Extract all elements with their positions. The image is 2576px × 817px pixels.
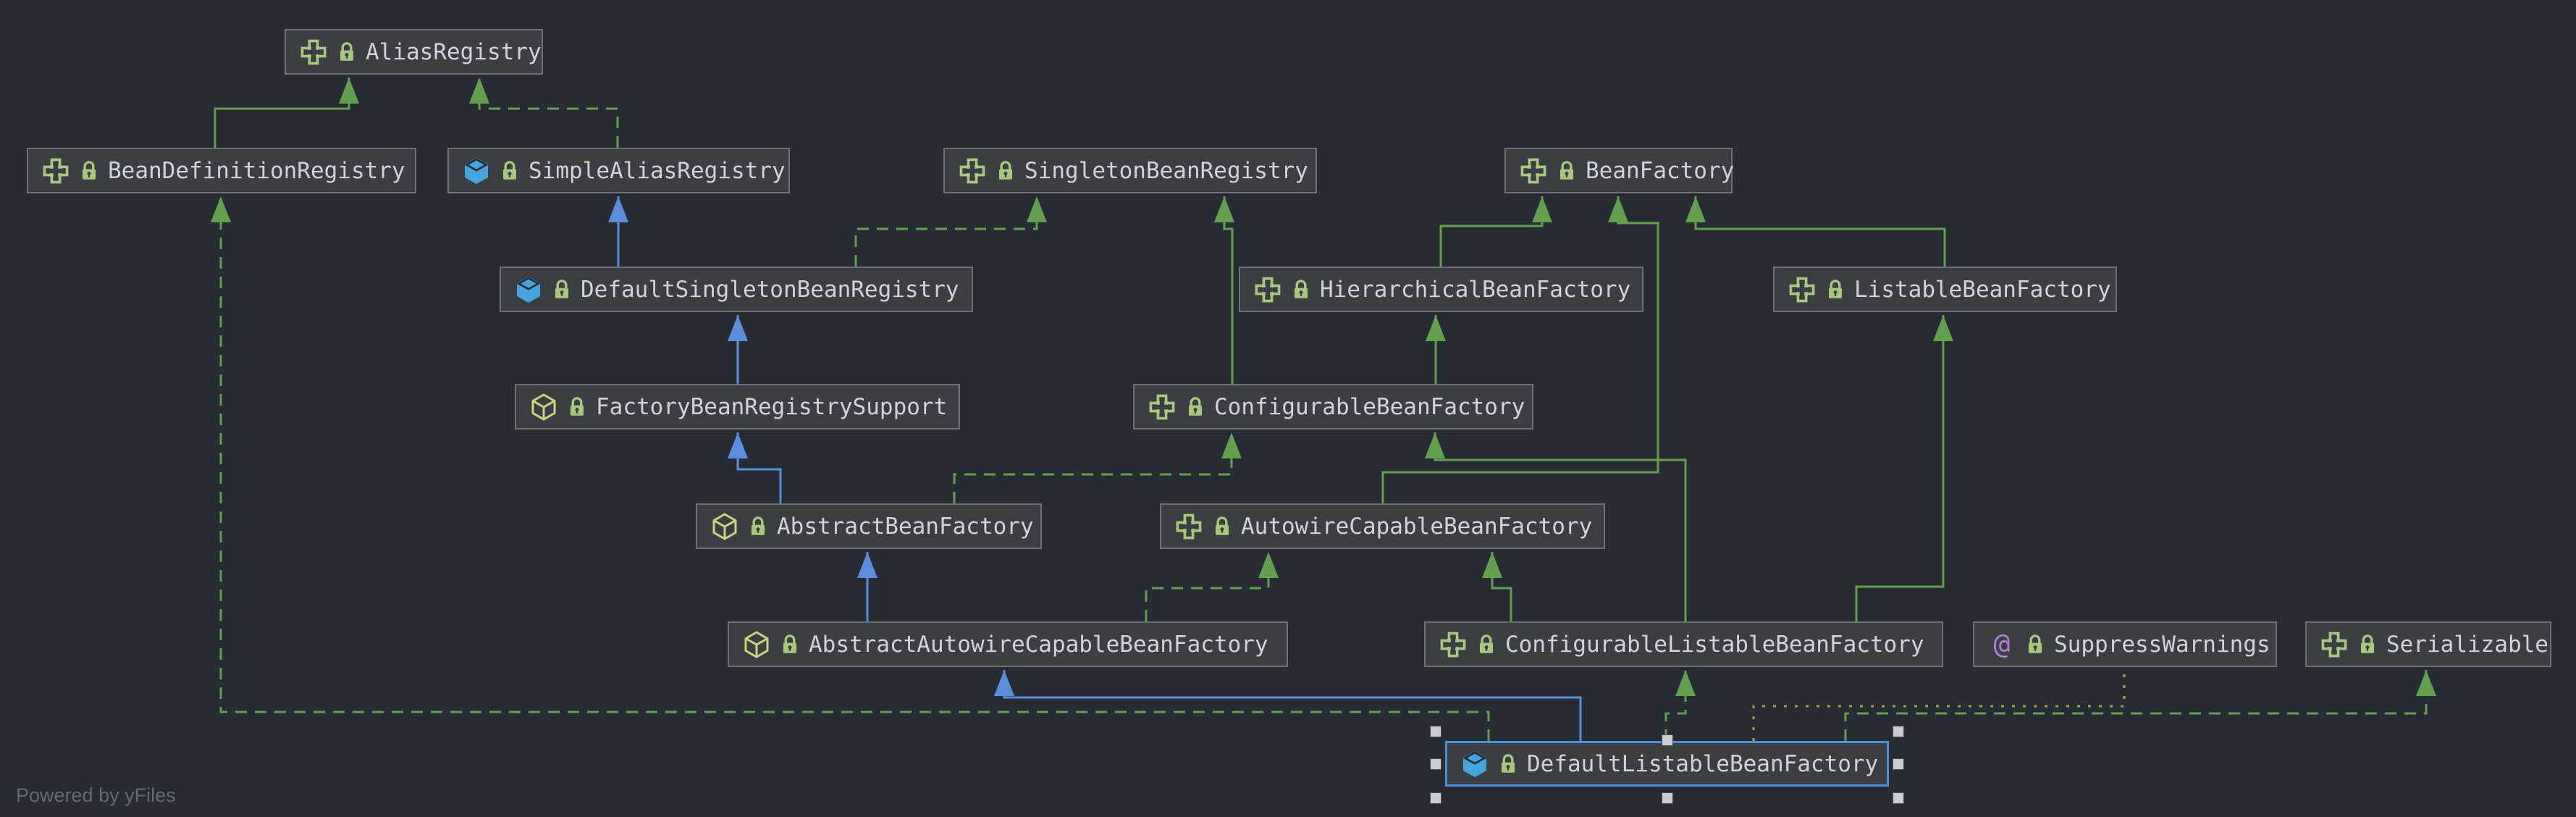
node-label: SuppressWarnings [2054, 631, 2270, 658]
lock-icon [2028, 634, 2042, 653]
node-label: DefaultSingletonBeanRegistry [581, 276, 959, 303]
edge-defaultsingletonbeanregistry-singletonbeanregistry[interactable] [854, 196, 1047, 267]
selection-handle[interactable] [1661, 734, 1673, 746]
class-icon [1462, 750, 1487, 777]
lock-icon [751, 516, 765, 535]
node-hierarchicalbeanfactory[interactable]: HierarchicalBeanFactory [1239, 267, 1643, 312]
node-label: Serializable [2386, 631, 2548, 658]
edge-abstractautowirecapablebeanfactory-autowirecapablebeanfactory[interactable] [1145, 552, 1279, 621]
edge-configurablelistablebeanfactory-listablebeanfactory[interactable] [1855, 315, 1953, 621]
lock-icon [1294, 280, 1308, 298]
selection-handle[interactable] [1893, 792, 1904, 804]
edge-abstractbeanfactory-configurablebeanfactory[interactable] [953, 432, 1242, 503]
lock-icon [1188, 397, 1203, 416]
class-icon [516, 276, 541, 303]
node-simplealiasregistry[interactable]: SimpleAliasRegistry [447, 148, 790, 193]
node-label: FactoryBeanRegistrySupport [596, 393, 948, 420]
interface-icon [43, 158, 69, 183]
node-label: BeanDefinitionRegistry [108, 157, 405, 184]
node-label: ConfigurableListableBeanFactory [1505, 631, 1924, 658]
lock-icon [2360, 634, 2375, 653]
lock-icon [783, 634, 797, 653]
node-factorybeanregistrysupport[interactable]: FactoryBeanRegistrySupport [515, 384, 960, 430]
selection-handle[interactable] [1430, 726, 1441, 737]
yfiles-watermark: Powered by yFiles [16, 784, 176, 806]
edge-configurablebeanfactory-singletonbeanregistry[interactable] [1214, 196, 1234, 384]
node-singletonbeanregistry[interactable]: SingletonBeanRegistry [943, 148, 1317, 193]
node-label: ConfigurableBeanFactory [1214, 393, 1525, 420]
node-label: AutowireCapableBeanFactory [1241, 513, 1593, 540]
node-label: SingletonBeanRegistry [1024, 157, 1308, 184]
edge-configurablelistablebeanfactory-configurablebeanfactory[interactable] [1425, 432, 1687, 621]
node-abstractautowirecapablebeanfactory[interactable]: AbstractAutowireCapableBeanFactory [728, 621, 1288, 667]
edge-listablebeanfactory-beanfactory[interactable] [1685, 196, 1946, 267]
abstract-class-icon [531, 393, 556, 421]
lock-icon [555, 280, 569, 298]
interface-icon [2321, 632, 2347, 657]
node-label: DefaultListableBeanFactory [1527, 750, 1879, 777]
node-defaultlistablebeanfactory[interactable]: DefaultListableBeanFactory [1445, 741, 1889, 787]
edge-defaultlistablebeanfactory-configurablelistablebeanfactory[interactable] [1664, 670, 1696, 741]
abstract-class-icon [712, 512, 737, 540]
node-label: BeanFactory [1586, 157, 1735, 184]
interface-icon [959, 158, 985, 183]
node-label: HierarchicalBeanFactory [1320, 276, 1631, 303]
edge-autowirecapablebeanfactory-beanfactory[interactable] [1381, 196, 1659, 503]
interface-icon [1440, 632, 1466, 657]
node-label: SimpleAliasRegistry [529, 157, 786, 184]
lock-icon [1828, 280, 1843, 298]
interface-icon [1520, 158, 1546, 183]
selection-handle[interactable] [1893, 758, 1904, 770]
node-defaultsingletonbeanregistry[interactable]: DefaultSingletonBeanRegistry [500, 267, 973, 312]
edge-defaultlistablebeanfactory-serializable[interactable] [1844, 670, 2436, 741]
edge-simplealiasregistry-aliasregistry[interactable] [469, 77, 619, 148]
interface-icon [1149, 394, 1175, 419]
node-suppresswarnings[interactable]: @ SuppressWarnings [1973, 621, 2277, 667]
annotation-icon: @ [1994, 630, 2011, 659]
edge-defaultlistablebeanfactory-beandefinitionregistry[interactable] [211, 196, 1490, 741]
edge-defaultlistablebeanfactory-suppresswarnings[interactable] [1752, 670, 2126, 741]
node-label: ListableBeanFactory [1854, 276, 2111, 303]
edge-hierarchicalbeanfactory-beanfactory[interactable] [1439, 196, 1552, 267]
node-listablebeanfactory[interactable]: ListableBeanFactory [1773, 267, 2117, 312]
selection-handle[interactable] [1430, 758, 1441, 770]
edge-beandefinitionregistry-aliasregistry[interactable] [214, 77, 359, 148]
node-label: AliasRegistry [366, 38, 542, 65]
node-beandefinitionregistry[interactable]: BeanDefinitionRegistry [27, 148, 416, 193]
lock-icon [570, 397, 584, 416]
lock-icon [502, 161, 517, 180]
interface-icon [1176, 514, 1202, 539]
node-configurablebeanfactory[interactable]: ConfigurableBeanFactory [1133, 384, 1533, 430]
selection-handle[interactable] [1430, 792, 1441, 804]
interface-icon [1789, 277, 1815, 302]
interface-icon [1255, 277, 1281, 302]
lock-icon [1560, 161, 1574, 180]
svg-text:@: @ [1994, 630, 2011, 659]
lock-icon [1479, 634, 1494, 653]
abstract-class-icon [744, 630, 769, 658]
class-icon [464, 157, 489, 184]
lock-icon [82, 161, 96, 180]
node-configurablelistablebeanfactory[interactable]: ConfigurableListableBeanFactory [1424, 621, 1943, 667]
node-beanfactory[interactable]: BeanFactory [1504, 148, 1735, 193]
lock-icon [1501, 754, 1515, 773]
edge-configurablelistablebeanfactory-autowirecapablebeanfactory[interactable] [1482, 552, 1512, 621]
edge-abstractbeanfactory-factorybeanregistrysupport[interactable] [728, 432, 782, 503]
node-abstractbeanfactory[interactable]: AbstractBeanFactory [696, 503, 1042, 549]
edge-defaultlistablebeanfactory-abstractautowirecapablebeanfactory[interactable] [994, 670, 1582, 741]
interface-icon [300, 39, 327, 64]
lock-icon [340, 42, 354, 61]
selection-handle[interactable] [1893, 726, 1904, 737]
lock-icon [998, 161, 1013, 180]
node-label: AbstractBeanFactory [777, 513, 1034, 540]
node-label: AbstractAutowireCapableBeanFactory [809, 631, 1268, 658]
node-aliasregistry[interactable]: AliasRegistry [285, 29, 543, 75]
node-autowirecapablebeanfactory[interactable]: AutowireCapableBeanFactory [1160, 503, 1605, 549]
node-serializable[interactable]: Serializable [2305, 621, 2551, 667]
lock-icon [1215, 516, 1229, 535]
selection-handle[interactable] [1661, 792, 1673, 804]
